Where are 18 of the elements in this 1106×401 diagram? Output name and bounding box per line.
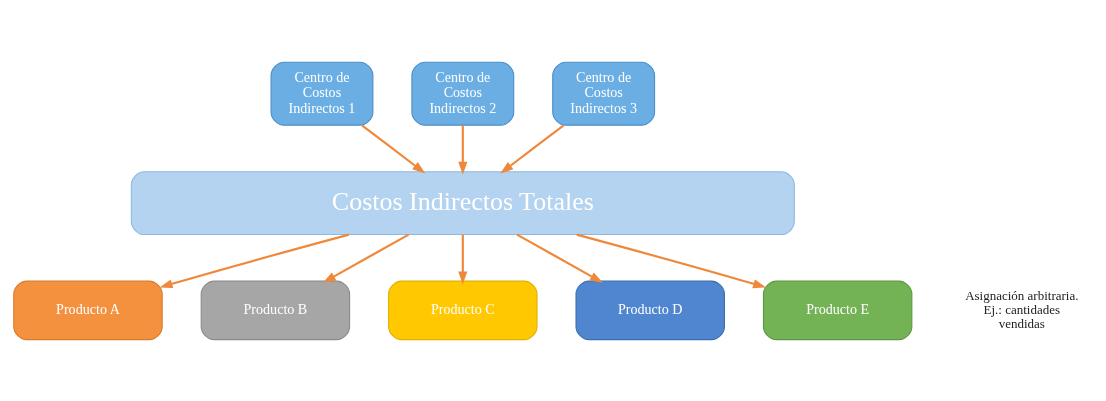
arrow xyxy=(159,233,350,288)
arrow xyxy=(361,123,426,174)
arrow xyxy=(322,233,410,283)
node-box: Producto D xyxy=(575,280,725,340)
label: Asignación arbitraria. Ej.: cantidades vendidas xyxy=(965,287,1079,331)
node-box: Centro de Costos Indirectos 3 xyxy=(552,61,656,126)
node-box: Producto A xyxy=(13,280,163,340)
node-box: Producto B xyxy=(200,280,351,340)
arrow xyxy=(576,233,767,288)
node-box: Costos Indirectos Totales xyxy=(130,170,795,235)
node-box: Producto E xyxy=(762,280,913,340)
arrow xyxy=(516,233,603,283)
node-box: Producto C xyxy=(388,280,538,340)
node-box: Centro de Costos Indirectos 2 xyxy=(411,61,515,126)
arrow xyxy=(458,234,468,284)
arrow xyxy=(458,124,468,175)
node-box: Centro de Costos Indirectos 1 xyxy=(270,61,374,126)
arrow xyxy=(500,123,565,174)
